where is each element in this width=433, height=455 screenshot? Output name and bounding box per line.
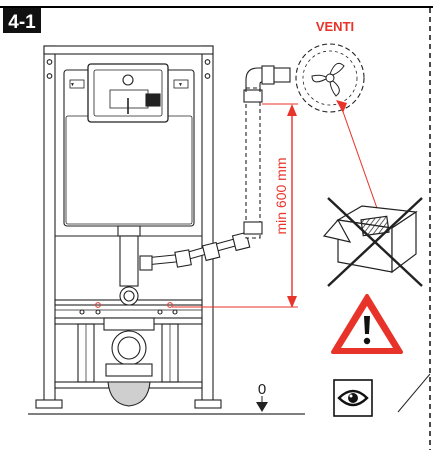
step-label: 4-1 — [8, 12, 36, 33]
svg-text:▼: ▼ — [70, 82, 75, 88]
no-box-icon — [322, 197, 423, 287]
eye-leader-line — [397, 373, 431, 413]
svg-text:▼: ▼ — [178, 82, 183, 88]
warning-triangle-icon — [331, 294, 403, 354]
step-badge: 4-1 — [3, 8, 41, 33]
fan-icon — [295, 43, 365, 113]
eye-icon — [333, 379, 373, 417]
floor-level-arrow — [256, 402, 268, 412]
min-distance-label: min 600 mm — [273, 157, 289, 234]
bowl-connection — [79, 309, 178, 407]
ventilation-duct — [139, 65, 291, 271]
flush-pipe — [117, 225, 141, 306]
fan-label: VENTI — [316, 19, 354, 34]
cistern: ▼ ▼ — [63, 63, 195, 227]
floor-level-label: 0 — [258, 381, 266, 398]
min-distance-dimension — [172, 103, 298, 308]
